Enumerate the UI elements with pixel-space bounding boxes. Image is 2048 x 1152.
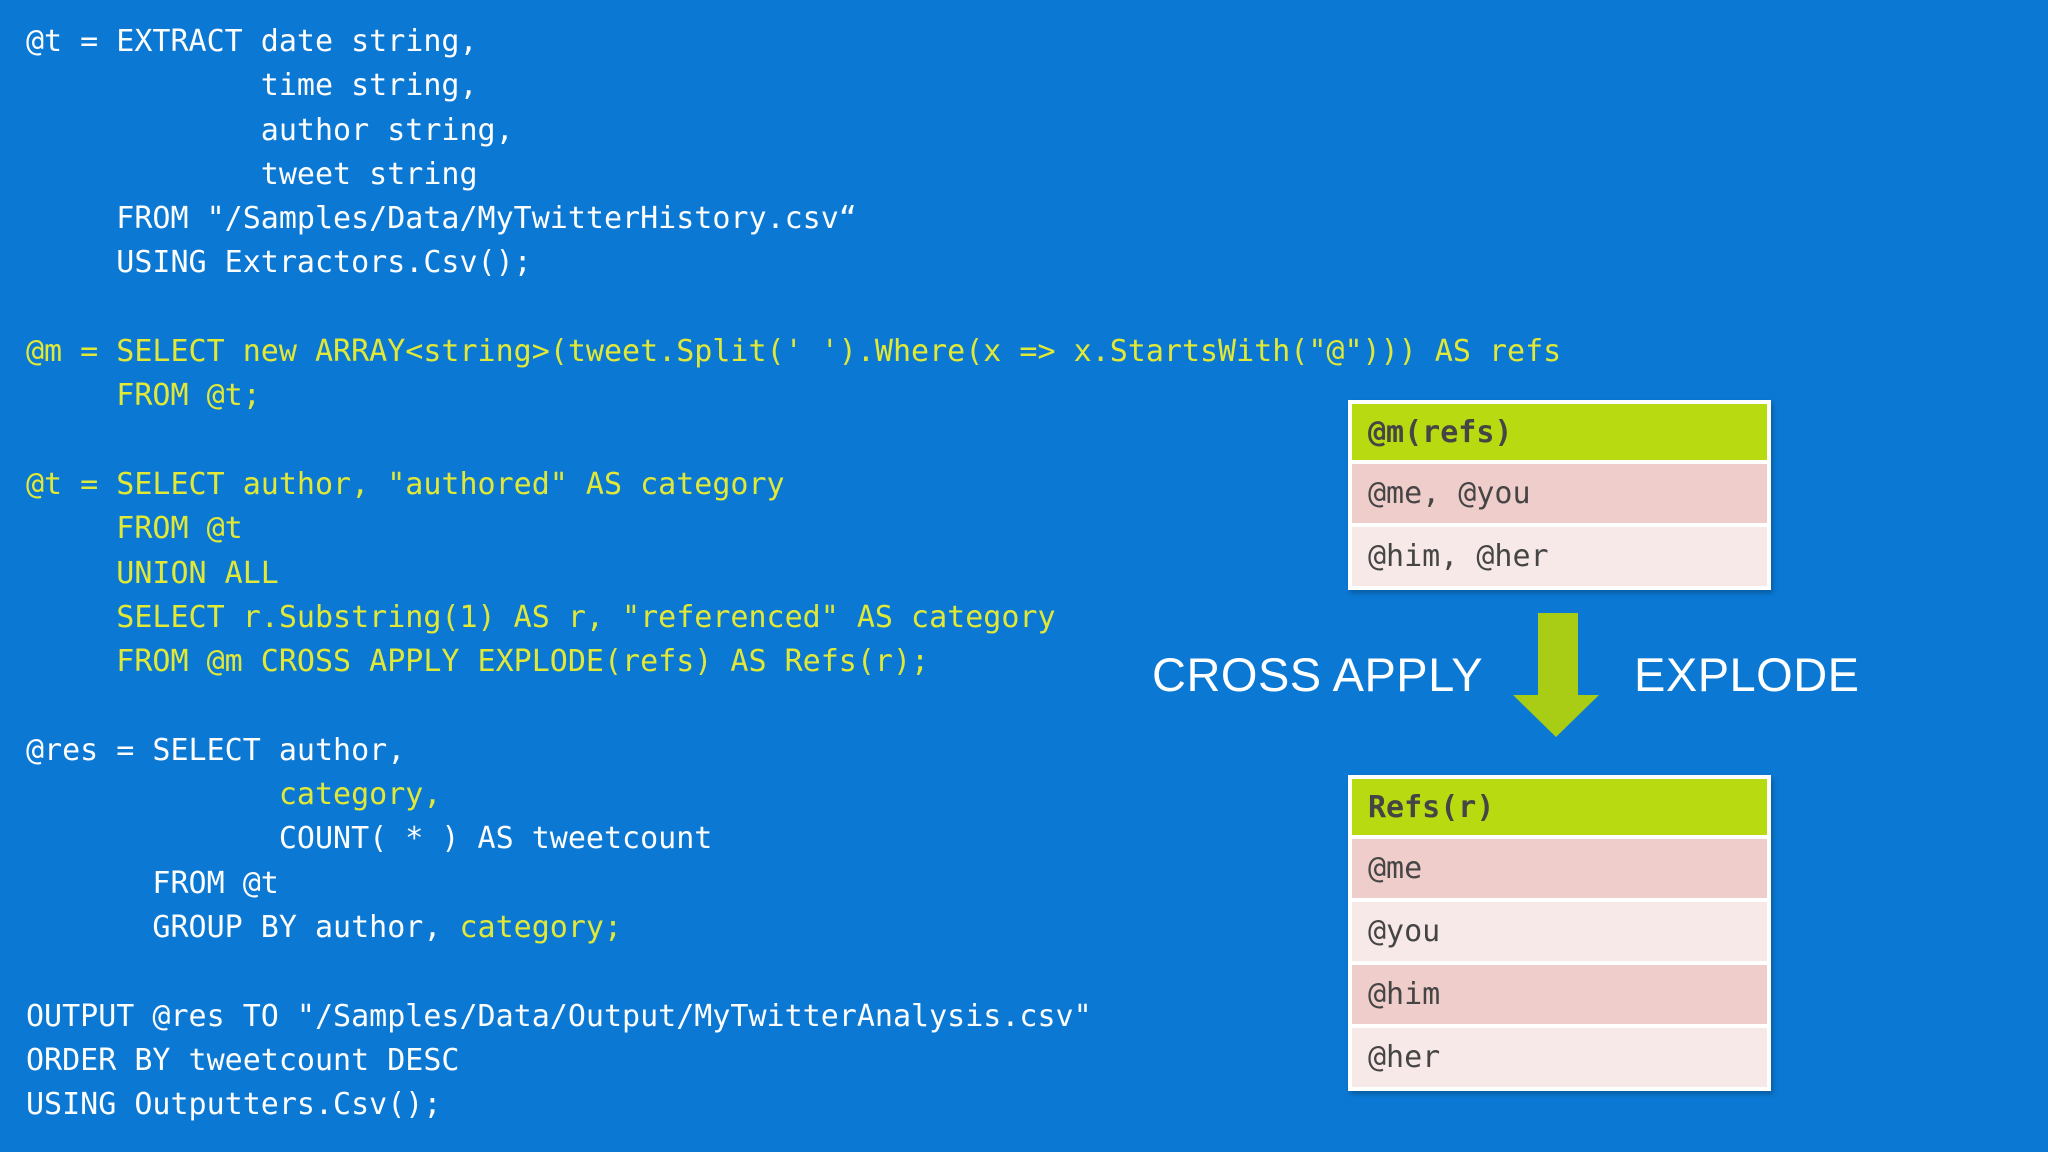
table-row: @you [1352,902,1767,961]
code-line: @t = SELECT author, "authored" AS catego… [26,463,1561,507]
code-line [26,286,1561,330]
code-segment: tweet string [26,156,478,192]
code-line: COUNT( * ) AS tweetcount [26,817,1561,861]
code-line: UNION ALL [26,552,1561,596]
code-segment: @m = SELECT new ARRAY<string>(tweet.Spli… [26,334,1562,370]
code-segment: FROM @t [26,511,243,547]
table-row: @him [1352,965,1767,1024]
code-segment: FROM @t [26,865,279,901]
code-line: FROM @t [26,862,1561,906]
code-segment: OUTPUT @res TO "/Samples/Data/Output/MyT… [26,998,1092,1034]
code-segment: GROUP BY author, [26,909,460,945]
table-header: Refs(r) [1352,779,1767,835]
code-line: SELECT r.Substring(1) AS r, "referenced"… [26,596,1561,640]
code-line: ORDER BY tweetcount DESC [26,1039,1561,1083]
code-segment: @t = EXTRACT date string, [26,24,478,59]
code-line [26,419,1561,463]
code-line: USING Outputters.Csv(); [26,1083,1561,1127]
code-segment: FROM @t; [26,378,261,414]
code-line [26,950,1561,994]
code-block: @t = EXTRACT date string, time string, a… [26,20,1561,1127]
code-line: FROM @t [26,507,1561,551]
code-segment: UNION ALL [26,555,279,591]
code-line: @t = EXTRACT date string, [26,20,1561,64]
table-row: @me [1352,839,1767,898]
code-segment: category; [459,909,623,945]
explode-label: EXPLODE [1634,648,1860,701]
code-line: FROM @t; [26,374,1561,418]
table-row: @her [1352,1028,1767,1087]
code-segment: @res = SELECT author, [26,732,406,768]
code-segment: category, [26,777,442,813]
output-table: Refs(r)@me@you@him@her [1348,775,1771,1091]
table-row: @me, @you [1352,464,1767,523]
code-line: USING Extractors.Csv(); [26,241,1561,285]
code-segment: USING Extractors.Csv(); [26,245,532,281]
table-row: @him, @her [1352,527,1767,586]
code-segment: COUNT( * ) AS tweetcount [26,821,713,857]
code-line: FROM "/Samples/Data/MyTwitterHistory.csv… [26,197,1561,241]
code-line: time string, [26,64,1561,108]
code-line: author string, [26,109,1561,153]
down-arrow-icon [1513,613,1599,737]
code-line: @m = SELECT new ARRAY<string>(tweet.Spli… [26,330,1561,374]
code-line: tweet string [26,153,1561,197]
code-segment: time string, [26,68,478,104]
code-line: OUTPUT @res TO "/Samples/Data/Output/MyT… [26,995,1561,1039]
code-segment: FROM @m CROSS APPLY EXPLODE(refs) AS Ref… [26,644,930,680]
code-segment: SELECT r.Substring(1) AS r, "referenced"… [26,599,1056,635]
code-segment: author string, [26,112,514,148]
cross-apply-label: CROSS APPLY [1152,648,1484,701]
input-table: @m(refs)@me, @you@him, @her [1348,400,1771,590]
code-line: FROM @m CROSS APPLY EXPLODE(refs) AS Ref… [26,640,1561,684]
code-segment: USING Outputters.Csv(); [26,1087,442,1123]
code-segment: @t = SELECT author, "authored" AS catego… [26,466,785,502]
code-line: @res = SELECT author, [26,729,1561,773]
table-header: @m(refs) [1352,404,1767,460]
code-line: category, [26,773,1561,817]
code-segment: FROM "/Samples/Data/MyTwitterHistory.csv… [26,201,857,237]
code-line: GROUP BY author, category; [26,906,1561,950]
code-segment: ORDER BY tweetcount DESC [26,1042,460,1078]
